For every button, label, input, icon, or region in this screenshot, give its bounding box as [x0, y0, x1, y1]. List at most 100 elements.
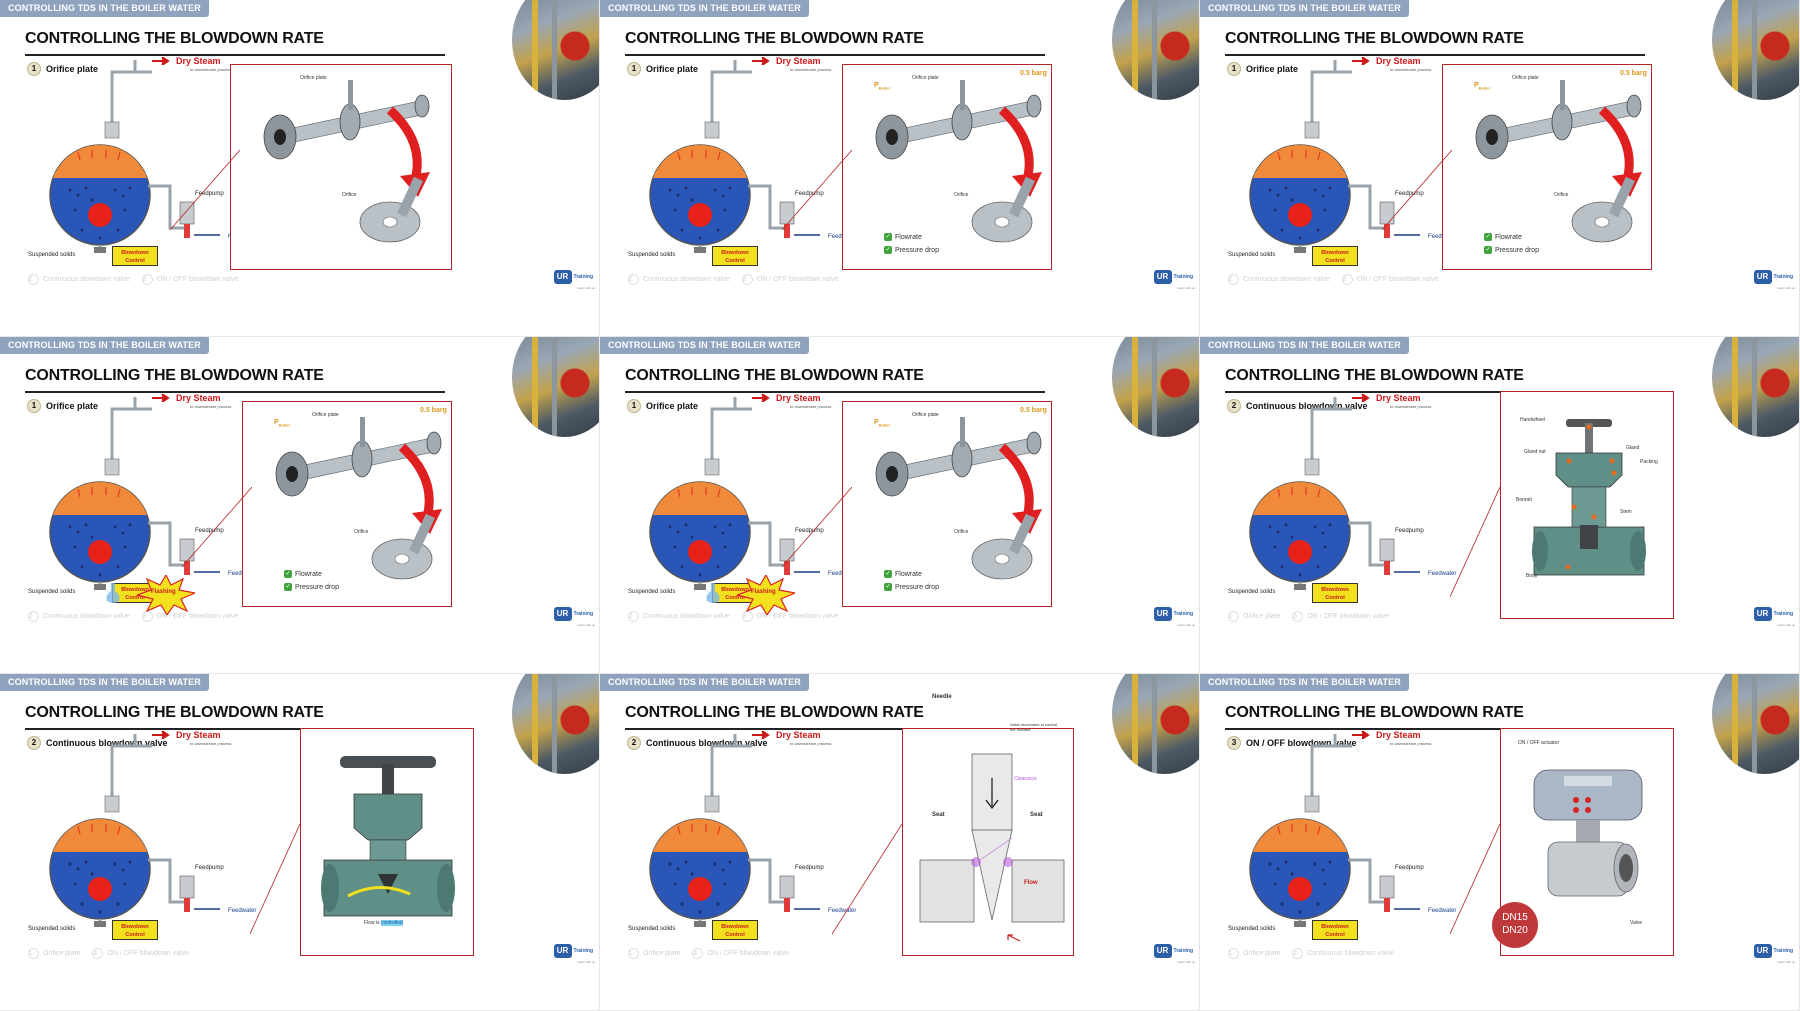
zoom-connector-line [1449, 486, 1501, 602]
training-logo: UR Training [1753, 607, 1793, 621]
slide-thumbnail[interactable]: CONTROLLING TDS IN THE BOILER WATER CONT… [0, 674, 600, 1011]
feed-pipe [148, 184, 185, 230]
gland-label: Gland [1626, 445, 1640, 451]
feed-pipe [148, 521, 185, 567]
p-boiler-symbol: P [874, 82, 879, 89]
orifice-plate-illustration [252, 409, 452, 604]
p-boiler-label: PBoiler [274, 419, 290, 427]
furnace-tube [688, 877, 712, 901]
footer-step-number: 1 [1228, 948, 1239, 959]
orifice-plate-illustration [1452, 72, 1652, 267]
title-underline [25, 54, 445, 56]
title-underline [1225, 391, 1645, 393]
section-tag: CONTROLLING TDS IN THE BOILER WATER [600, 674, 809, 691]
steam-valve-icon [104, 795, 120, 813]
step-indicator: 1 Orifice plate [1227, 62, 1298, 76]
steam-valve-icon [104, 121, 120, 139]
feedpump-icon [779, 875, 795, 899]
step-label: Continuous blowdown valve [646, 738, 768, 748]
steam-valve-icon [1304, 121, 1320, 139]
logo-sublabel: Learn with us [1777, 286, 1795, 290]
slide-title: CONTROLLING THE BLOWDOWN RATE [625, 30, 924, 47]
steam-vapor-icon [703, 583, 723, 610]
furnace-tube [688, 540, 712, 564]
check-icon: ✓ [1484, 233, 1492, 241]
flow-arrow-icon [1006, 930, 1021, 948]
step-indicator: 1 Orifice plate [627, 62, 698, 76]
slide-thumbnail[interactable]: CONTROLLING TDS IN THE BOILER WATER CONT… [1200, 0, 1800, 337]
steam-valve-icon [104, 458, 120, 476]
footer-step-number: 1 [628, 948, 639, 959]
orifice-label: Orifice [954, 529, 969, 535]
dry-steam-label: Dry Steam [1376, 730, 1421, 740]
slide-title: CONTROLLING THE BLOWDOWN RATE [25, 30, 324, 47]
furnace-tube [1288, 877, 1312, 901]
feed-pipe [748, 521, 785, 567]
boiler-room-photo [512, 0, 599, 100]
orifice-label: Orifice [342, 192, 357, 198]
pressure-barg-label: 0.5 barg [420, 407, 447, 414]
dry-steam-sublabel: to downstream process [190, 404, 232, 409]
slide-thumbnail[interactable]: CONTROLLING TDS IN THE BOILER WATER CONT… [1200, 674, 1800, 1011]
logo-icon: UR [553, 270, 572, 284]
feedpump-icon [1379, 538, 1395, 562]
logo-icon: UR [1753, 270, 1772, 284]
benefit-label: Flowrate [295, 570, 322, 578]
feedwater-label: Feedwater [228, 908, 257, 914]
p-boiler-label: PBoiler [1474, 82, 1490, 90]
footer-step-number: 3 [692, 948, 704, 959]
slide-thumbnail[interactable]: CONTROLLING TDS IN THE BOILER WATER CONT… [1200, 337, 1800, 674]
dry-steam-arrow [152, 731, 170, 739]
benefit-label: Flowrate [1495, 233, 1522, 241]
slide-thumbnail[interactable]: CONTROLLING TDS IN THE BOILER WATER CONT… [600, 337, 1200, 674]
suspended-solids-label: Suspended solids [28, 926, 76, 932]
slide-thumbnail[interactable]: CONTROLLING TDS IN THE BOILER WATER CONT… [0, 337, 600, 674]
p-boiler-symbol: P [874, 419, 879, 426]
footer-step-label: ON / OFF blowdown valve [107, 950, 190, 957]
steam-space [53, 482, 147, 515]
dry-steam-arrow [152, 57, 170, 65]
slide-title: CONTROLLING THE BLOWDOWN RATE [25, 704, 324, 721]
steam-space [1253, 145, 1347, 178]
logo-icon: UR [553, 944, 572, 958]
gland-nut-label: Gland nut [1524, 449, 1546, 455]
feedwater-label: Feedwater [828, 908, 857, 914]
needle-valve-illustration [908, 734, 1068, 929]
slide-title: CONTROLLING THE BLOWDOWN RATE [1225, 704, 1524, 721]
dry-steam-sublabel: to downstream process [790, 741, 832, 746]
slide-thumbnail[interactable]: CONTROLLING TDS IN THE BOILER WATER CONT… [600, 674, 1200, 1011]
stem-label: Stem [1620, 509, 1632, 515]
flashing-burst-icon [134, 573, 198, 620]
dry-steam-arrow [1352, 57, 1370, 65]
boiler-room-photo [512, 674, 599, 774]
zoom-connector-line [1449, 823, 1501, 939]
feedpump-label: Feedpump [1395, 191, 1424, 197]
slide-thumbnail[interactable]: CONTROLLING TDS IN THE BOILER WATER CONT… [600, 0, 1200, 337]
orifice-label: Orifice [954, 192, 969, 198]
suspended-solids-label: Suspended solids [628, 589, 676, 595]
slide-thumbnail[interactable]: CONTROLLING TDS IN THE BOILER WATER CONT… [0, 0, 600, 337]
orifice-plate-label: Orifice plate [912, 412, 939, 418]
slide-title: CONTROLLING THE BLOWDOWN RATE [625, 367, 924, 384]
feed-pipe [748, 858, 785, 904]
boiler-room-photo [1112, 337, 1199, 437]
pressure-barg-label: 0.5 barg [1620, 70, 1647, 77]
steam-space [1253, 819, 1347, 852]
dry-steam-sublabel: to downstream process [790, 67, 832, 72]
feedpump-label: Feedpump [1395, 528, 1424, 534]
dry-steam-label: Dry Steam [776, 393, 821, 403]
step-number: 2 [27, 736, 41, 750]
valve-movement-label: Valve movement to control the flowrate [1010, 722, 1058, 732]
step-number: 1 [627, 399, 641, 413]
boiler-diagram [1249, 60, 1420, 253]
dry-steam-label: Dry Steam [776, 730, 821, 740]
onoff-valve-illustration [1518, 752, 1658, 927]
suspended-solids-label: Suspended solids [1228, 926, 1276, 932]
clearance-label: Clearance [1014, 776, 1037, 782]
